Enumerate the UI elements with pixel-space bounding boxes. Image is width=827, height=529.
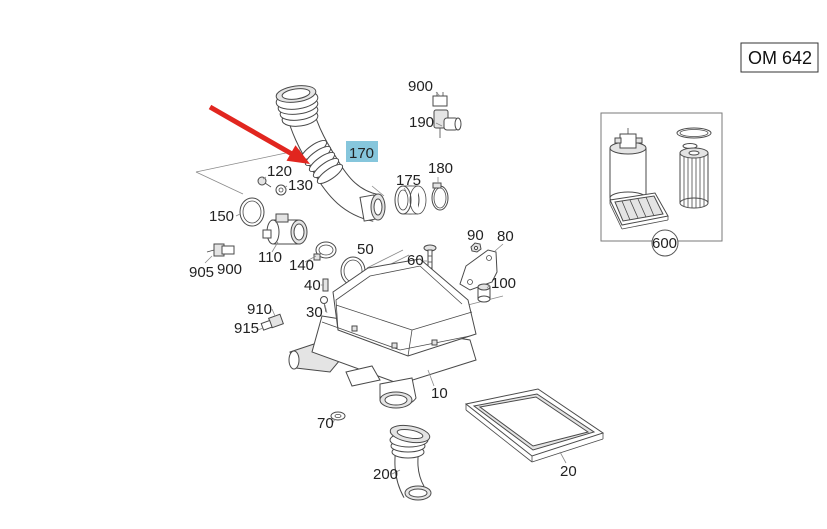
callout-10: 10 xyxy=(431,385,448,402)
intake-duct-200 xyxy=(389,424,432,501)
callout-30: 30 xyxy=(306,304,323,321)
air-filter-element-20 xyxy=(464,388,605,464)
washer-130 xyxy=(275,184,288,196)
air-filter-housing-10 xyxy=(288,258,477,409)
callout-110: 110 xyxy=(258,249,282,266)
screw-30 xyxy=(320,296,328,314)
oil-filter-element xyxy=(679,147,709,209)
callout-circle-600 xyxy=(651,229,679,257)
callout-80: 80 xyxy=(497,228,514,245)
rubber-mount-100 xyxy=(477,283,491,303)
callout-40: 40 xyxy=(304,277,321,294)
callout-190: 190 xyxy=(409,114,434,131)
fuel-filter xyxy=(609,128,647,205)
callout-140: 140 xyxy=(289,257,314,274)
connector-905-900 xyxy=(204,243,235,264)
ring-175 xyxy=(394,185,427,215)
callout-915: 915 xyxy=(234,320,259,337)
callout-910: 910 xyxy=(247,301,272,318)
callout-120: 120 xyxy=(267,163,292,180)
bracket-80 xyxy=(459,243,504,291)
clip-40 xyxy=(321,278,329,292)
highlight-170 xyxy=(346,141,378,162)
callout-180: 180 xyxy=(428,160,453,177)
callout-70: 70 xyxy=(317,415,334,432)
callout-905: 905 xyxy=(189,264,214,281)
callout-600: 600 xyxy=(652,235,677,252)
callout-labels: 900 190 170 175 180 120 130 150 905 900 … xyxy=(189,78,677,483)
o-ring-seal xyxy=(676,127,712,149)
o-ring-150 xyxy=(235,197,265,227)
clamp-180 xyxy=(431,177,449,211)
callout-130: 130 xyxy=(288,177,313,194)
cabin-filter-element xyxy=(609,192,669,230)
callout-90: 90 xyxy=(467,227,484,244)
engine-code-label: OM 642 xyxy=(748,48,812,68)
engine-code-box: OM 642 xyxy=(740,42,819,73)
callout-170: 170 xyxy=(349,145,374,162)
callout-150: 150 xyxy=(209,208,234,225)
nut-90 xyxy=(470,242,482,253)
filter-kit-box-600 xyxy=(600,112,723,257)
callout-900-top: 900 xyxy=(408,78,433,95)
connector-910-915 xyxy=(257,308,284,331)
callout-175: 175 xyxy=(396,172,421,189)
callout-60: 60 xyxy=(407,252,424,269)
intake-hose-170 xyxy=(275,85,386,222)
connector-900-top xyxy=(432,91,448,107)
callout-200: 200 xyxy=(373,466,398,483)
screw-120 xyxy=(257,176,272,188)
callout-50: 50 xyxy=(357,241,374,258)
clamp-140 xyxy=(304,241,337,263)
callout-20: 20 xyxy=(560,463,577,480)
callout-100: 100 xyxy=(491,275,516,292)
sensor-190 xyxy=(433,109,462,138)
air-flow-sensor-110 xyxy=(262,213,308,253)
callout-900-lower: 900 xyxy=(217,261,242,278)
washer-70 xyxy=(330,411,346,425)
red-arrow-icon xyxy=(208,104,310,164)
